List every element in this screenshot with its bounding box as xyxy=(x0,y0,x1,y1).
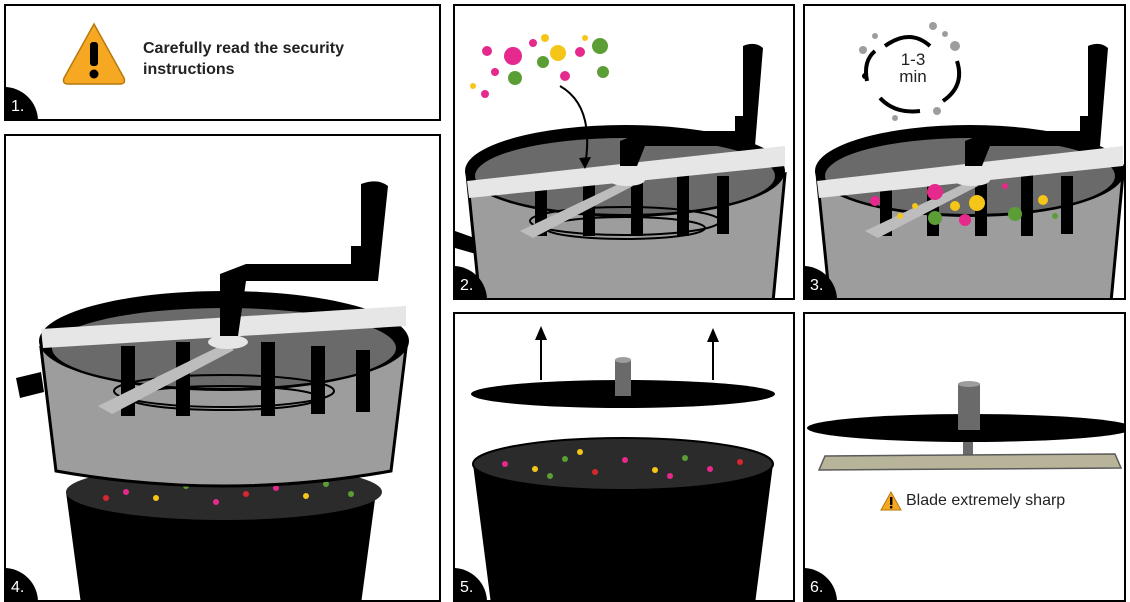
step-1-instruction: Carefully read the security instructions xyxy=(143,38,403,80)
step-4-panel: 4. xyxy=(4,134,441,602)
step-3-panel: 1-3 min 3. xyxy=(803,4,1126,300)
step-6-panel: Blade extremely sharp 6. xyxy=(803,312,1126,602)
step-4-illustration xyxy=(6,136,441,602)
step-6-illustration xyxy=(805,314,1126,602)
step-5-illustration xyxy=(455,314,795,602)
step-5-panel: 5. xyxy=(453,312,795,602)
warning-icon xyxy=(881,492,901,510)
step-2-panel: 2. xyxy=(453,4,795,300)
step-3-illustration xyxy=(805,6,1126,300)
step-1-panel: Carefully read the security instructions… xyxy=(4,4,441,121)
timer-duration: 1-3 xyxy=(891,51,935,68)
blade-warning: Blade extremely sharp xyxy=(906,492,1065,510)
timer-unit: min xyxy=(891,68,935,85)
step-2-illustration xyxy=(455,6,795,300)
step-3-timer: 1-3 min xyxy=(891,51,935,85)
